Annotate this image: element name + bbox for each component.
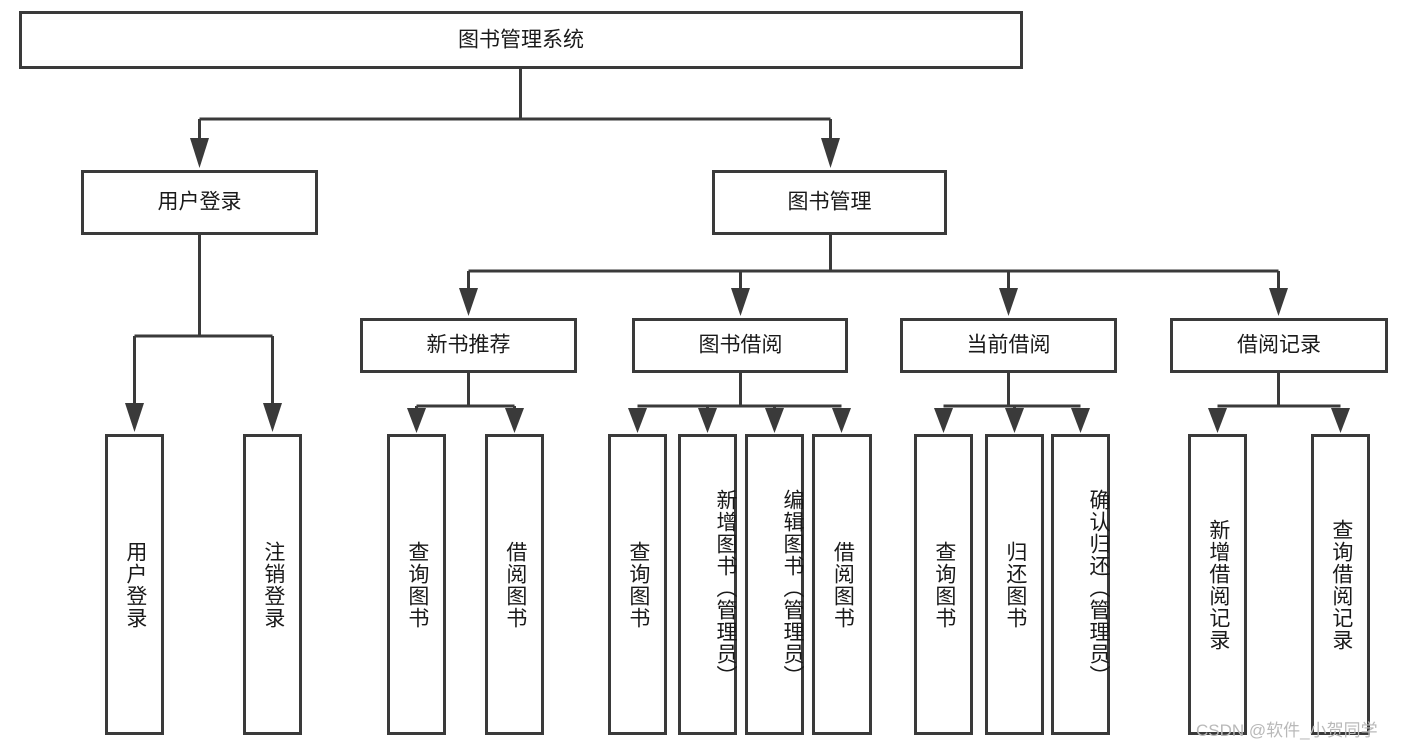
connector-current-borrow-to-leaves: [934, 373, 1090, 433]
node-leaf-query-book-3-box[interactable]: [914, 434, 973, 735]
node-leaf-confirm-return-box[interactable]: [1051, 434, 1110, 735]
arrow-head-book-borrow: [731, 288, 750, 316]
node-current-borrow[interactable]: 当前借阅: [900, 318, 1117, 373]
arrow-head-leaf-query-record: [1331, 408, 1350, 433]
node-new-book-rec[interactable]: 新书推荐: [360, 318, 577, 373]
arrow-head-leaf-add-record: [1208, 408, 1227, 433]
arrow-head-borrow-record: [1269, 288, 1288, 316]
connector-new-book-rec-to-leaves: [407, 373, 524, 433]
arrow-head-leaf-logout: [263, 403, 282, 432]
arrow-head-book-manage: [821, 138, 840, 168]
connector-book-manage-to-level2: [459, 234, 1288, 316]
node-new-book-rec-box[interactable]: [360, 318, 577, 373]
node-book-borrow-box[interactable]: [632, 318, 848, 373]
connector-root-to-level1: [190, 68, 840, 168]
node-book-manage-label: 图书管理: [788, 191, 872, 214]
node-root[interactable]: 图书管理系统: [19, 11, 1023, 69]
node-borrow-record-label: 借阅记录: [1237, 334, 1321, 357]
node-new-book-rec-label: 新书推荐: [427, 334, 511, 357]
node-leaf-borrow-book-1-box[interactable]: [485, 434, 544, 735]
node-leaf-query-book-1-box[interactable]: [387, 434, 446, 735]
node-current-borrow-box[interactable]: [900, 318, 1117, 373]
node-borrow-record[interactable]: 借阅记录: [1170, 318, 1388, 373]
arrow-head-leaf-edit-book: [765, 408, 784, 433]
node-book-borrow[interactable]: 图书借阅: [632, 318, 848, 373]
arrow-head-leaf-return-book: [1005, 408, 1024, 433]
node-user-login[interactable]: 用户登录: [81, 170, 318, 235]
connector-book-borrow-to-leaves: [628, 373, 851, 433]
arrow-head-leaf-add-book: [698, 408, 717, 433]
arrow-head-leaf-query-book-2: [628, 408, 647, 433]
arrow-head-leaf-user-login: [125, 403, 144, 432]
arrow-head-leaf-borrow-book-1: [505, 408, 524, 433]
arrow-head-leaf-query-book-1: [407, 408, 426, 433]
arrow-head-new-book-rec: [459, 288, 478, 316]
arrow-head-user-login: [190, 138, 209, 168]
node-root-box[interactable]: [19, 11, 1023, 69]
connector-borrow-record-to-leaves: [1208, 373, 1350, 433]
arrow-head-current-borrow: [999, 288, 1018, 316]
node-current-borrow-label: 当前借阅: [967, 334, 1051, 357]
node-borrow-record-box[interactable]: [1170, 318, 1388, 373]
node-leaf-query-record-box[interactable]: [1311, 434, 1370, 735]
csdn-watermark: CSDN @软件_小贺同学: [1196, 721, 1378, 740]
arrow-head-leaf-confirm-return: [1071, 408, 1090, 433]
node-user-login-box[interactable]: [81, 170, 318, 235]
node-book-manage-box[interactable]: [712, 170, 947, 235]
leaf-boxes: [105, 434, 1370, 735]
node-book-borrow-label: 图书借阅: [699, 334, 783, 357]
node-book-manage[interactable]: 图书管理: [712, 170, 947, 235]
node-user-login-label: 用户登录: [158, 191, 242, 214]
node-leaf-return-book-box[interactable]: [985, 434, 1044, 735]
arrow-head-leaf-query-book-3: [934, 408, 953, 433]
node-leaf-query-book-2-box[interactable]: [608, 434, 667, 735]
arrow-head-leaf-borrow-book-2: [832, 408, 851, 433]
node-leaf-add-record-box[interactable]: [1188, 434, 1247, 735]
node-leaf-borrow-book-2-box[interactable]: [812, 434, 872, 735]
node-leaf-edit-book-box[interactable]: [745, 434, 804, 735]
connector-user-login-to-leaves: [125, 234, 282, 432]
node-root-label: 图书管理系统: [458, 29, 584, 52]
node-leaf-logout-box[interactable]: [243, 434, 302, 735]
node-leaf-user-login-box[interactable]: [105, 434, 164, 735]
node-leaf-add-book-box[interactable]: [678, 434, 737, 735]
